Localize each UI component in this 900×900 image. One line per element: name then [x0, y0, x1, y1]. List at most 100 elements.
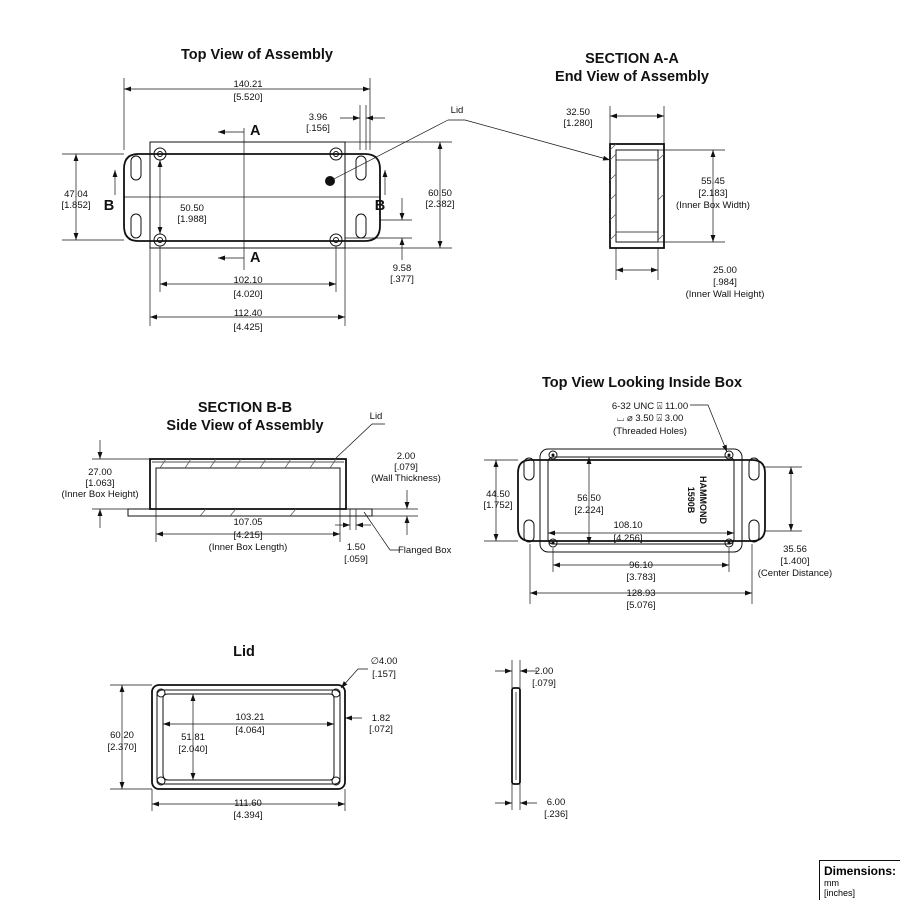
dim-in-height-inner: 56.50: [577, 493, 601, 504]
dim-lid-edge-in: [.072]: [369, 724, 393, 735]
dim-in-length-inner-in: [4.256]: [613, 533, 642, 544]
top-view-title: Top View of Assembly: [181, 47, 333, 63]
dim-bb-wall: 2.00: [397, 451, 416, 462]
lid-label-bb: Lid: [370, 411, 383, 422]
model-label: 1590B: [686, 487, 696, 514]
dim-top-height-outer-in: [1.852]: [61, 200, 90, 211]
inside-view-title: Top View Looking Inside Box: [542, 375, 742, 391]
dimensions-legend: Dimensions: mm [inches]: [819, 860, 900, 900]
dim-aa-depth-in: [1.280]: [563, 118, 592, 129]
dim-top-height-inner-in: [1.988]: [177, 214, 206, 225]
dim-top-flange: 60.50: [428, 188, 452, 199]
dim-lid-hole-in: [.157]: [372, 669, 396, 680]
section-aa-subtitle: End View of Assembly: [555, 69, 709, 85]
dim-in-overall-in: [5.076]: [626, 600, 655, 611]
dim-bb-inner-length-note: (Inner Box Length): [209, 542, 288, 553]
dim-lid-height: 60.20: [110, 730, 134, 741]
dim-top-box-length: 112.40: [234, 308, 262, 319]
dim-in-overall: 128.93: [626, 588, 655, 599]
dim-top-overall: 140.21: [233, 79, 262, 90]
dim-bb-flange-in: [.059]: [344, 554, 368, 565]
legend-unit-mm: mm: [824, 878, 839, 888]
dim-in-center-in: [1.400]: [780, 556, 809, 567]
lid-hole: [331, 688, 341, 698]
top-view: Top View of Assembly Lid A A B B: [61, 47, 611, 333]
threaded-hole: [548, 538, 558, 548]
dim-aa-inner-wall: 25.00: [713, 265, 737, 276]
dim-top-hole-spacing-in: [4.020]: [233, 289, 262, 300]
dim-aa-inner-width: 55.45: [701, 176, 725, 187]
lid-view: Lid ∅4.00 [.157] 60.20 [2.370] 51.81 [2.…: [107, 644, 397, 821]
dim-lid-width-in: [4.394]: [233, 810, 262, 821]
dim-bb-inner-height-in: [1.063]: [85, 478, 114, 489]
dim-in-center: 35.56: [783, 544, 807, 555]
section-bb-title: SECTION B-B: [198, 400, 292, 416]
dim-in-hole-spacing: 96.10: [629, 560, 653, 571]
dim-lid-inner-h: 51.81: [181, 732, 205, 743]
dim-bb-flange: 1.50: [347, 542, 366, 553]
lid-hole: [156, 688, 166, 698]
flanged-box-label: Flanged Box: [398, 545, 452, 556]
dim-bb-inner-length-in: [4.215]: [233, 530, 262, 541]
dim-bb-inner-height-note: (Inner Box Height): [61, 489, 138, 500]
dim-in-length-inner: 108.10: [613, 520, 642, 531]
section-b-left-label: B: [104, 198, 114, 214]
legend-title: Dimensions:: [824, 864, 897, 878]
dim-bb-wall-in: [.079]: [394, 462, 418, 473]
dim-lid-thickness-in: [.079]: [532, 678, 556, 689]
dim-thread-caption: (Threaded Holes): [613, 426, 687, 437]
dim-top-hole-spacing: 102.10: [233, 275, 262, 286]
dim-thread-counterbore: ⌴ ⌀ 3.50 ⍓ 3.00: [617, 413, 684, 424]
dim-top-flange-in: [2.382]: [425, 199, 454, 210]
dim-aa-depth: 32.50: [566, 107, 590, 118]
dim-in-height-outer-in: [1.752]: [483, 500, 512, 511]
section-aa-title: SECTION A-A: [585, 51, 679, 67]
lid-hole: [156, 776, 166, 786]
dim-aa-inner-wall-note: (Inner Wall Height): [686, 289, 765, 300]
lid-view-title: Lid: [233, 644, 255, 660]
section-bb-subtitle: Side View of Assembly: [166, 418, 323, 434]
dim-lid-edge: 1.82: [372, 713, 391, 724]
screw-hole: [329, 147, 343, 161]
dim-lid-depth: 6.00: [547, 797, 566, 808]
dim-in-height-inner-in: [2.224]: [574, 505, 603, 516]
dim-top-hole-edge-in: [.156]: [306, 123, 330, 134]
inside-view: Top View Looking Inside Box 6-32 UNC ⍓ 1…: [483, 375, 832, 611]
dim-aa-inner-width-note: (Inner Box Width): [676, 200, 750, 211]
screw-hole: [329, 233, 343, 247]
dim-lid-inner-w: 103.21: [235, 712, 264, 723]
threaded-hole: [724, 538, 734, 548]
dim-aa-inner-wall-in: [.984]: [713, 277, 737, 288]
brand-label: HAMMOND: [698, 476, 708, 524]
dim-in-center-note: (Center Distance): [758, 568, 832, 579]
dim-in-hole-spacing-in: [3.783]: [626, 572, 655, 583]
dim-top-overall-in: [5.520]: [233, 92, 262, 103]
dim-aa-inner-width-in: [2.183]: [698, 188, 727, 199]
dim-top-box-length-in: [4.425]: [233, 322, 262, 333]
dim-top-edge-offset: 9.58: [393, 263, 412, 274]
dim-lid-inner-w-in: [4.064]: [235, 725, 264, 736]
section-aa-view: SECTION A-A End View of Assembly 32.50 […: [555, 51, 764, 300]
dim-top-height-outer: 47.04: [64, 189, 88, 200]
dim-lid-width: 111.60: [234, 798, 262, 809]
lid-label: Lid: [451, 105, 464, 116]
screw-hole: [153, 233, 167, 247]
dim-lid-depth-in: [.236]: [544, 809, 568, 820]
lid-hole: [331, 776, 341, 786]
dim-thread-note: 6-32 UNC ⍓ 11.00: [612, 401, 688, 412]
threaded-hole: [548, 450, 558, 460]
section-b-right-label: B: [375, 198, 385, 214]
section-bb-view: SECTION B-B Side View of Assembly Lid 27…: [61, 400, 451, 565]
dim-top-edge-offset-in: [.377]: [390, 274, 414, 285]
dim-bb-inner-length: 107.05: [233, 517, 262, 528]
dim-bb-inner-height: 27.00: [88, 467, 112, 478]
dim-lid-height-in: [2.370]: [107, 742, 136, 753]
legend-unit-inches: [inches]: [824, 888, 856, 898]
threaded-hole: [724, 450, 734, 460]
dim-top-hole-edge: 3.96: [309, 112, 328, 123]
section-a-top-label: A: [250, 123, 261, 139]
dim-lid-thickness: 2.00: [535, 666, 554, 677]
lid-profile-view: 2.00 [.079] 6.00 [.236]: [495, 660, 568, 820]
dim-lid-inner-h-in: [2.040]: [178, 744, 207, 755]
